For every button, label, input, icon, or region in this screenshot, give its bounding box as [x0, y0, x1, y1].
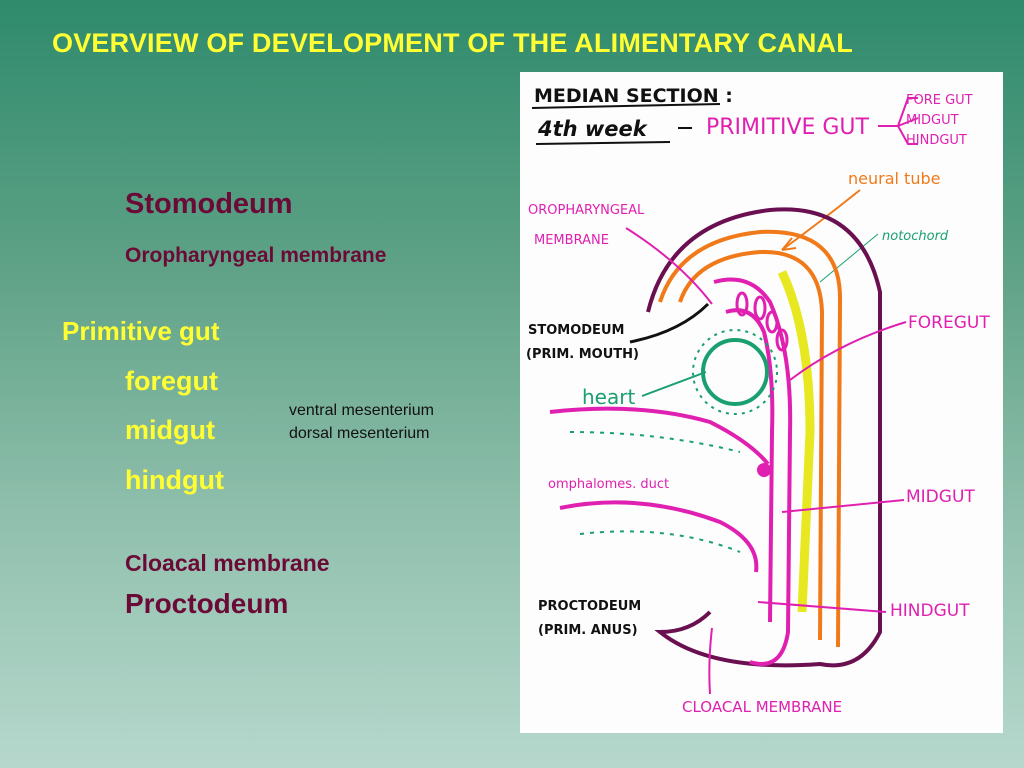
- cloacal-membrane-text: CLOACAL MEMBRANE: [682, 698, 842, 716]
- slide-title: OVERVIEW OF DEVELOPMENT OF THE ALIMENTAR…: [52, 28, 853, 58]
- gut-ventral-wall: [725, 308, 775, 623]
- primitive-gut-label: Primitive gut: [62, 316, 220, 346]
- stomodeum-text-2: (PRIM. MOUTH): [526, 347, 639, 362]
- duct-junction: [757, 463, 771, 477]
- median-section-drawing: MEDIAN SECTION : 4th week PRIMITIVE GUT …: [526, 85, 990, 716]
- midgut-label: midgut: [125, 415, 215, 445]
- hindgut-text: HINDGUT: [890, 601, 970, 621]
- diagram-header-line2: 4th week: [537, 117, 649, 141]
- gut-bracket: [878, 97, 919, 145]
- yolk-sac-upper-wall: [549, 406, 770, 466]
- pericardial-cavity: [692, 329, 778, 415]
- oropharyngeal-text-1: OROPHARYNGEAL: [528, 203, 645, 218]
- stomodeum-label: Stomodeum: [125, 188, 293, 220]
- bracket-hindgut: HINDGUT: [906, 133, 967, 148]
- ventral-mesenterium-label: ventral mesenterium: [289, 402, 434, 419]
- notochord-band: [777, 270, 815, 613]
- foregut-text: FOREGUT: [908, 313, 990, 333]
- proctodeum-label: Proctodeum: [125, 588, 289, 619]
- heart-shape: [701, 338, 769, 406]
- pharyngeal-pouch-2: [753, 295, 767, 321]
- gut-dorsal-wall: [713, 277, 793, 666]
- neural-tube-inner: [678, 249, 825, 641]
- midgut-text: MIDGUT: [906, 487, 975, 507]
- proctodeum-text-1: PROCTODEUM: [538, 599, 641, 614]
- midgut-arrow: [781, 499, 905, 513]
- header-underline-2: [535, 141, 671, 145]
- yolk-sac-dashes-2: [579, 530, 741, 553]
- pharyngeal-pouch-3: [765, 310, 779, 334]
- yolk-sac-lower-wall: [559, 500, 759, 573]
- header-underline-1: [531, 103, 721, 109]
- cloacal-membrane-label: Cloacal membrane: [125, 550, 330, 576]
- notochord-text: notochord: [882, 229, 949, 244]
- stomodeum-arrow: [629, 302, 710, 344]
- bracket-foregut: FORE GUT: [906, 93, 973, 108]
- oropharyngeal-text-2: MEMBRANE: [534, 233, 609, 248]
- foregut-arrow: [789, 321, 907, 381]
- bracket-midgut: MIDGUT: [906, 113, 959, 128]
- embryo-diagram: MEDIAN SECTION : 4th week PRIMITIVE GUT …: [520, 72, 1003, 733]
- stomodeum-text-1: STOMODEUM: [528, 323, 624, 338]
- omphalomes-text: omphalomes. duct: [548, 477, 669, 492]
- foregut-label: foregut: [125, 366, 218, 396]
- neural-tube-arrowhead: [781, 237, 797, 251]
- heart-text: heart: [582, 385, 635, 409]
- diagram-header-line1: MEDIAN SECTION :: [534, 85, 733, 107]
- neural-tube-arrow: [781, 189, 861, 251]
- embryo-outline: [646, 207, 882, 668]
- oropharyngeal-arrow: [625, 227, 713, 305]
- neural-tube-text: neural tube: [848, 169, 940, 188]
- cloacal-arrow: [708, 627, 713, 695]
- notochord-pointer: [819, 233, 879, 283]
- yolk-sac-dashes-1: [569, 431, 741, 453]
- pharyngeal-pouch-1: [735, 291, 749, 317]
- oropharyngeal-membrane-label: Oropharyngeal membrane: [125, 244, 387, 267]
- heart-arrow: [641, 371, 707, 397]
- diagram-primitive-gut: PRIMITIVE GUT: [706, 115, 870, 140]
- hindgut-arrow: [757, 601, 887, 613]
- pharyngeal-pouch-4: [775, 328, 789, 352]
- hindgut-label: hindgut: [125, 465, 224, 495]
- proctodeum-text-2: (PRIM. ANUS): [538, 623, 638, 638]
- dorsal-mesenterium-label: dorsal mesenterium: [289, 425, 430, 442]
